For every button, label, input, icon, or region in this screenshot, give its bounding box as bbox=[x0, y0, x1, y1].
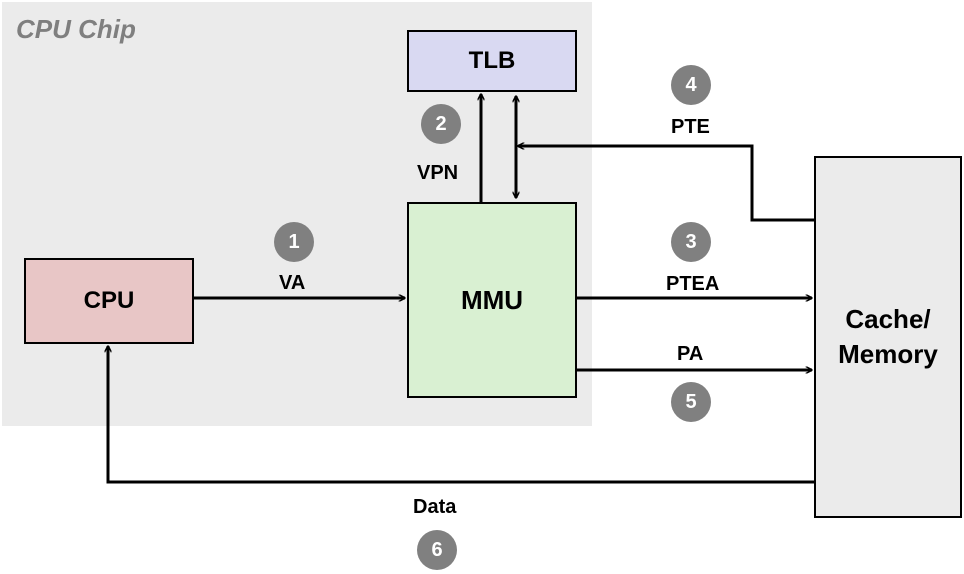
cache-memory-block: Cache/ Memory bbox=[814, 156, 962, 518]
pa-label: PA bbox=[677, 343, 704, 365]
cpu-block: CPU bbox=[24, 258, 194, 344]
tlb-block: TLB bbox=[407, 30, 577, 92]
data-label: Data bbox=[413, 496, 457, 518]
ptea-label: PTEA bbox=[666, 273, 720, 295]
step-2-badge: 2 bbox=[421, 104, 461, 144]
pte-arrow bbox=[518, 146, 814, 222]
step-5-badge: 5 bbox=[671, 382, 711, 422]
step-4-badge: 4 bbox=[671, 65, 711, 105]
step-3-badge: 3 bbox=[671, 222, 711, 262]
pte-label: PTE bbox=[671, 116, 710, 138]
step-1-badge: 1 bbox=[274, 222, 314, 262]
mmu-block: MMU bbox=[407, 202, 577, 398]
vpn-label: VPN bbox=[417, 162, 459, 184]
va-label: VA bbox=[279, 272, 306, 294]
cpu-chip-title: CPU Chip bbox=[16, 14, 136, 44]
data-arrow bbox=[108, 346, 814, 484]
step-6-badge: 6 bbox=[417, 530, 457, 570]
